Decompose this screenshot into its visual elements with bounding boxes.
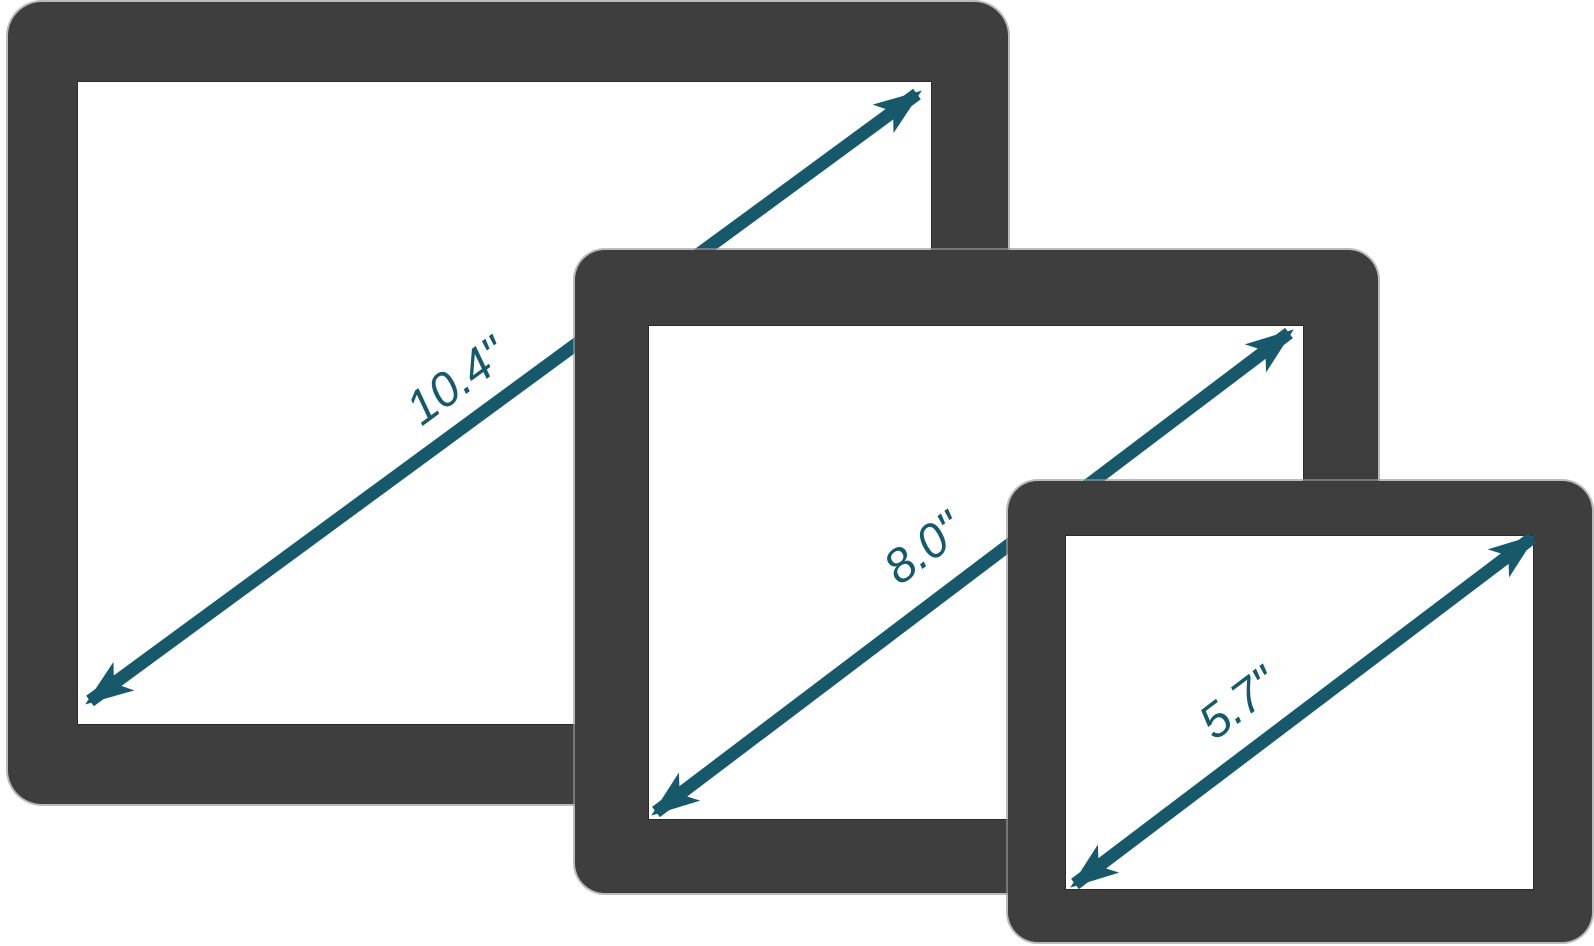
display-5-7-screen [1066, 536, 1533, 889]
display-5-7-device-bezel [1008, 481, 1592, 942]
